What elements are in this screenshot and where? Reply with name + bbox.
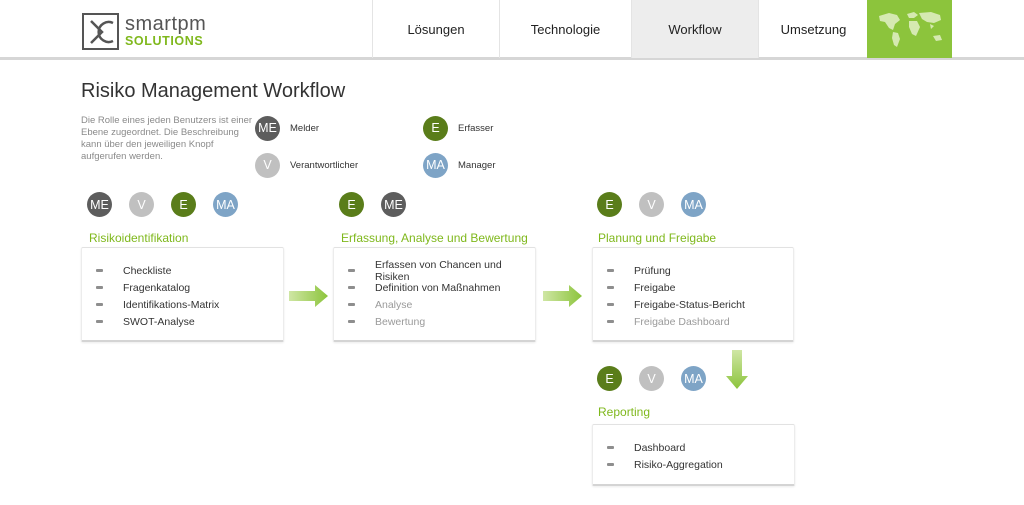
list-item[interactable]: Bewertung	[348, 313, 535, 330]
dash-bullet-icon	[348, 319, 355, 324]
list-item[interactable]: Dashboard	[607, 439, 794, 456]
main-nav: Lösungen Technologie Workflow Umsetzung	[372, 0, 868, 60]
legend-label-melder: Melder	[290, 122, 320, 134]
role-button-me[interactable]: ME	[255, 115, 280, 141]
role-description: Die Rolle eines jeden Benutzers ist eine…	[81, 115, 253, 162]
stage-card-erfassung: Erfassen von Chancen und Risiken Definit…	[333, 247, 536, 342]
list-item[interactable]: Prüfung	[607, 262, 793, 279]
dash-bullet-icon	[96, 319, 103, 324]
list-item[interactable]: Identifikations-Matrix	[96, 296, 283, 313]
dash-bullet-icon	[607, 285, 614, 290]
role-button-e[interactable]: E	[339, 192, 364, 217]
world-map-icon[interactable]	[867, 0, 952, 58]
legend-item-verantwortlicher: V Verantwortlicher	[255, 152, 358, 178]
stage-title-reporting: Reporting	[598, 405, 651, 419]
nav-item-loesungen[interactable]: Lösungen	[372, 0, 499, 58]
legend-label-manager: Manager	[458, 159, 496, 171]
role-button-v[interactable]: V	[639, 192, 664, 217]
stage-card-reporting: Dashboard Risiko-Aggregation	[592, 424, 795, 486]
site-header: smartpm SOLUTIONS Lösungen Technologie W…	[0, 0, 1024, 60]
role-button-e[interactable]: E	[597, 366, 622, 391]
dash-bullet-icon	[607, 268, 614, 273]
role-button-me[interactable]: ME	[87, 192, 112, 217]
dash-bullet-icon	[607, 319, 614, 324]
stage-roles-reporting: E V MA	[597, 366, 723, 391]
list-item[interactable]: SWOT-Analyse	[96, 313, 283, 330]
dash-bullet-icon	[607, 462, 614, 467]
role-button-ma[interactable]: MA	[681, 192, 706, 217]
nav-item-technologie[interactable]: Technologie	[499, 0, 631, 58]
list-item[interactable]: Freigabe	[607, 279, 793, 296]
brand-logo[interactable]: smartpm SOLUTIONS	[82, 11, 242, 51]
nav-item-umsetzung[interactable]: Umsetzung	[758, 0, 868, 58]
role-button-e[interactable]: E	[171, 192, 196, 217]
role-button-v[interactable]: V	[255, 152, 280, 178]
role-button-e[interactable]: E	[597, 192, 622, 217]
legend-item-melder: ME Melder	[255, 115, 319, 141]
dash-bullet-icon	[96, 302, 103, 307]
nav-item-workflow[interactable]: Workflow	[631, 0, 758, 58]
role-button-me[interactable]: ME	[381, 192, 406, 217]
brand-subtitle: SOLUTIONS	[125, 34, 204, 49]
dash-bullet-icon	[607, 302, 614, 307]
smartpm-logo-icon	[82, 12, 119, 50]
list-item[interactable]: Freigabe Dashboard	[607, 313, 793, 330]
dash-bullet-icon	[348, 268, 355, 273]
dash-bullet-icon	[607, 445, 614, 450]
stage-roles-planung: E V MA	[597, 192, 723, 217]
legend-item-erfasser: E Erfasser	[423, 115, 493, 141]
stage-roles-erfassung: E ME	[339, 192, 423, 217]
dash-bullet-icon	[96, 285, 103, 290]
stage-roles-risikoidentifikation: ME V E MA	[87, 192, 255, 217]
dash-bullet-icon	[348, 302, 355, 307]
legend-label-erfasser: Erfasser	[458, 122, 494, 134]
role-button-ma[interactable]: MA	[423, 152, 448, 178]
list-item[interactable]: Checkliste	[96, 262, 283, 279]
brand-name: smartpm	[125, 13, 207, 36]
stage-card-planung: Prüfung Freigabe Freigabe-Status-Bericht…	[592, 247, 794, 342]
legend-item-manager: MA Manager	[423, 152, 496, 178]
arrow-down-icon	[726, 350, 748, 389]
dash-bullet-icon	[348, 285, 355, 290]
stage-title-planung: Planung und Freigabe	[598, 231, 717, 245]
list-item[interactable]: Fragenkatalog	[96, 279, 283, 296]
page-title: Risiko Management Workflow	[81, 80, 346, 102]
dash-bullet-icon	[96, 268, 103, 273]
list-item[interactable]: Erfassen von Chancen und Risiken	[348, 259, 535, 283]
role-button-e[interactable]: E	[423, 115, 448, 141]
role-button-ma[interactable]: MA	[213, 192, 238, 217]
list-item[interactable]: Analyse	[348, 296, 535, 313]
legend-label-verantwortlicher: Verantwortlicher	[290, 159, 359, 171]
arrow-right-icon	[289, 285, 328, 307]
list-item[interactable]: Freigabe-Status-Bericht	[607, 296, 793, 313]
role-button-v[interactable]: V	[639, 366, 664, 391]
role-button-ma[interactable]: MA	[681, 366, 706, 391]
stage-card-risikoidentifikation: Checkliste Fragenkatalog Identifikations…	[81, 247, 284, 342]
arrow-right-icon	[543, 285, 582, 307]
stage-title-risikoidentifikation: Risikoidentifikation	[89, 231, 189, 245]
list-item[interactable]: Definition von Maßnahmen	[348, 279, 535, 296]
role-button-v[interactable]: V	[129, 192, 154, 217]
list-item[interactable]: Risiko-Aggregation	[607, 456, 794, 473]
stage-title-erfassung: Erfassung, Analyse und Bewertung	[341, 231, 528, 245]
